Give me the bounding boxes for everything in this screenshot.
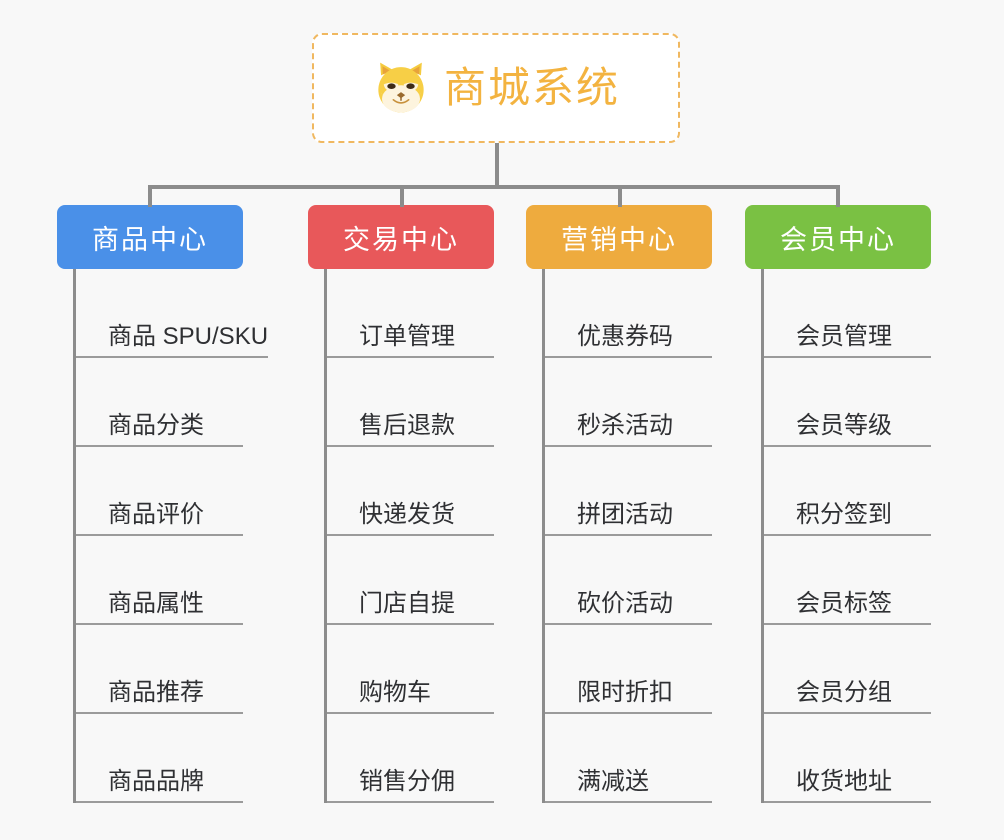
shiba-dog-face-icon	[372, 59, 430, 117]
branch-items-product-center: 商品 SPU/SKU 商品分类商品评价商品属性商品推荐商品品牌	[73, 269, 269, 803]
branch-head-member-center[interactable]: 会员中心	[745, 205, 931, 269]
leaf-item[interactable]: 商品评价	[76, 447, 268, 536]
leaf-connector-rule	[764, 801, 796, 803]
leaf-label: 商品分类	[76, 412, 243, 447]
leaf-connector-rule	[764, 623, 796, 625]
leaf-item[interactable]: 商品分类	[76, 358, 268, 447]
leaf-connector-rule	[76, 801, 108, 803]
leaf-item[interactable]: 积分签到	[764, 447, 931, 536]
leaf-item[interactable]: 门店自提	[327, 536, 494, 625]
leaf-item[interactable]: 会员标签	[764, 536, 931, 625]
leaf-label: 门店自提	[327, 590, 494, 625]
leaf-connector-rule	[327, 623, 359, 625]
leaf-label: 优惠券码	[545, 323, 712, 358]
leaf-connector-rule	[76, 623, 108, 625]
leaf-connector-rule	[545, 534, 577, 536]
connector-stem	[495, 143, 499, 188]
leaf-connector-rule	[764, 445, 796, 447]
leaf-label: 砍价活动	[545, 590, 712, 625]
leaf-connector-rule	[545, 801, 577, 803]
leaf-label: 购物车	[327, 679, 494, 714]
leaf-connector-rule	[327, 445, 359, 447]
leaf-item[interactable]: 砍价活动	[545, 536, 712, 625]
leaf-connector-rule	[545, 712, 577, 714]
leaf-item[interactable]: 销售分佣	[327, 714, 494, 803]
branch-head-marketing-center[interactable]: 营销中心	[526, 205, 712, 269]
leaf-label: 积分签到	[764, 501, 931, 536]
leaf-label: 商品属性	[76, 590, 243, 625]
branch-product-center: 商品中心商品 SPU/SKU 商品分类商品评价商品属性商品推荐商品品牌	[57, 205, 269, 803]
leaf-item[interactable]: 秒杀活动	[545, 358, 712, 447]
leaf-item[interactable]: 商品品牌	[76, 714, 268, 803]
leaf-item[interactable]: 优惠券码	[545, 269, 712, 358]
branch-head-product-center[interactable]: 商品中心	[57, 205, 243, 269]
branch-items-marketing-center: 优惠券码秒杀活动拼团活动砍价活动限时折扣满减送	[542, 269, 712, 803]
leaf-item[interactable]: 会员等级	[764, 358, 931, 447]
leaf-connector-rule	[545, 356, 577, 358]
leaf-label: 收货地址	[764, 768, 931, 803]
leaf-label: 销售分佣	[327, 768, 494, 803]
leaf-label: 满减送	[545, 768, 712, 803]
branch-member-center: 会员中心会员管理会员等级积分签到会员标签会员分组收货地址	[745, 205, 931, 803]
leaf-item[interactable]: 会员管理	[764, 269, 931, 358]
leaf-label: 会员等级	[764, 412, 931, 447]
leaf-label: 商品推荐	[76, 679, 243, 714]
leaf-connector-rule	[545, 445, 577, 447]
leaf-connector-rule	[764, 712, 796, 714]
branch-trade-center: 交易中心订单管理售后退款快递发货门店自提购物车销售分佣	[308, 205, 494, 803]
leaf-label: 售后退款	[327, 412, 494, 447]
leaf-connector-rule	[327, 534, 359, 536]
leaf-connector-rule	[76, 445, 108, 447]
leaf-connector-rule	[764, 534, 796, 536]
leaf-label: 商品评价	[76, 501, 243, 536]
leaf-item[interactable]: 拼团活动	[545, 447, 712, 536]
connector-drop-trade-center	[400, 185, 404, 207]
leaf-item[interactable]: 限时折扣	[545, 625, 712, 714]
leaf-connector-rule	[327, 712, 359, 714]
branch-head-trade-center[interactable]: 交易中心	[308, 205, 494, 269]
leaf-label: 快递发货	[327, 501, 494, 536]
leaf-item[interactable]: 商品 SPU/SKU	[76, 269, 269, 358]
leaf-connector-rule	[327, 356, 359, 358]
branch-marketing-center: 营销中心优惠券码秒杀活动拼团活动砍价活动限时折扣满减送	[526, 205, 712, 803]
leaf-connector-rule	[545, 623, 577, 625]
leaf-label: 拼团活动	[545, 501, 712, 536]
leaf-label: 秒杀活动	[545, 412, 712, 447]
connector-drop-marketing-center	[618, 185, 622, 207]
leaf-connector-rule	[327, 801, 359, 803]
leaf-label: 商品品牌	[76, 768, 243, 803]
connector-bar	[148, 185, 836, 189]
leaf-item[interactable]: 商品属性	[76, 536, 268, 625]
leaf-item[interactable]: 商品推荐	[76, 625, 268, 714]
leaf-connector-rule	[764, 356, 796, 358]
leaf-item[interactable]: 满减送	[545, 714, 712, 803]
branch-items-member-center: 会员管理会员等级积分签到会员标签会员分组收货地址	[761, 269, 931, 803]
leaf-connector-rule	[76, 356, 108, 358]
leaf-item[interactable]: 售后退款	[327, 358, 494, 447]
branch-items-trade-center: 订单管理售后退款快递发货门店自提购物车销售分佣	[324, 269, 494, 803]
leaf-label: 会员分组	[764, 679, 931, 714]
leaf-connector-rule	[76, 534, 108, 536]
leaf-item[interactable]: 快递发货	[327, 447, 494, 536]
connector-drop-member-center	[836, 185, 840, 207]
leaf-label: 商品 SPU/SKU	[76, 323, 269, 358]
leaf-label: 会员管理	[764, 323, 931, 358]
leaf-label: 订单管理	[327, 323, 494, 358]
leaf-item[interactable]: 会员分组	[764, 625, 931, 714]
leaf-label: 限时折扣	[545, 679, 712, 714]
root-node[interactable]: 商城系统	[312, 33, 680, 143]
connector-drop-product-center	[148, 185, 152, 207]
leaf-item[interactable]: 订单管理	[327, 269, 494, 358]
leaf-item[interactable]: 购物车	[327, 625, 494, 714]
root-title: 商城系统	[443, 64, 620, 111]
leaf-label: 会员标签	[764, 590, 931, 625]
leaf-item[interactable]: 收货地址	[764, 714, 931, 803]
leaf-connector-rule	[76, 712, 108, 714]
